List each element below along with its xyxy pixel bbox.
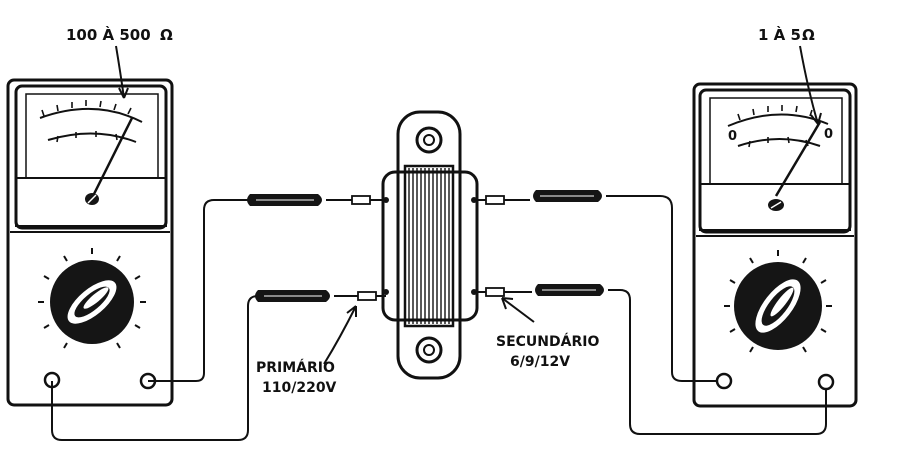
right-range-selector-knob[interactable] [734, 262, 822, 350]
right-multimeter: 0 0 [692, 82, 858, 408]
right-scale-left-label: 0 [728, 129, 737, 144]
right-meter-grid-band [699, 183, 851, 231]
left-meter-unit-label: Ω [160, 26, 173, 44]
transformer-coil [381, 170, 479, 322]
right-jack-ohm[interactable] [817, 373, 835, 391]
transformer [381, 110, 479, 380]
left-meter-range-label: 100 À 500 [66, 25, 151, 44]
right-meter-range-label: 1 À 5 [758, 25, 801, 44]
transformer-bottom-mounting-hole [415, 336, 443, 364]
transformer-core-laminations [408, 168, 450, 324]
left-knob-tick-marks [38, 248, 146, 349]
right-meter-window [698, 88, 852, 234]
primary-title-label: PRIMÁRIO [256, 359, 335, 376]
primary-voltage-label: 110/220V [262, 380, 337, 396]
left-range-selector-knob[interactable] [50, 260, 134, 344]
left-meter-grid-band [15, 177, 167, 227]
secondary-voltage-label: 6/9/12V [510, 354, 570, 370]
left-meter-window [14, 84, 168, 230]
primary-pointer-line [323, 305, 357, 365]
right-scale-right-label: 0 [824, 127, 833, 142]
left-meter-needle [90, 117, 134, 199]
secondary-upper-lead[interactable] [474, 190, 717, 382]
secondary-lower-lead[interactable] [474, 284, 827, 435]
secondary-title-label: SECUNDÁRIO [496, 333, 599, 350]
right-jack-common[interactable] [715, 372, 733, 390]
primary-upper-lead[interactable] [148, 194, 386, 382]
right-range-pointer-line [799, 45, 819, 125]
primary-lower-lead[interactable] [51, 290, 386, 441]
right-knob-tick-marks [724, 250, 832, 353]
right-meter-unit-label: Ω [802, 26, 815, 44]
left-range-pointer-line [115, 45, 125, 99]
transformer-top-mounting-hole [415, 126, 443, 154]
secondary-pointer-line [501, 297, 535, 323]
left-multimeter [6, 78, 174, 407]
